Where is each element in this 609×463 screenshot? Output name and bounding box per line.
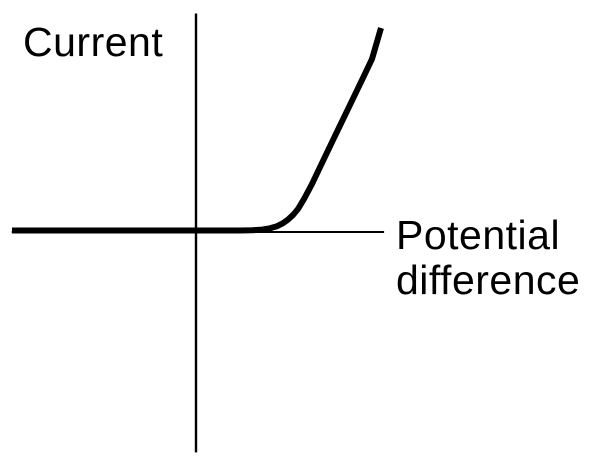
x-axis-label: Potential difference [396,212,581,303]
y-axis-label: Current [23,19,164,65]
iv-curve [12,27,384,234]
